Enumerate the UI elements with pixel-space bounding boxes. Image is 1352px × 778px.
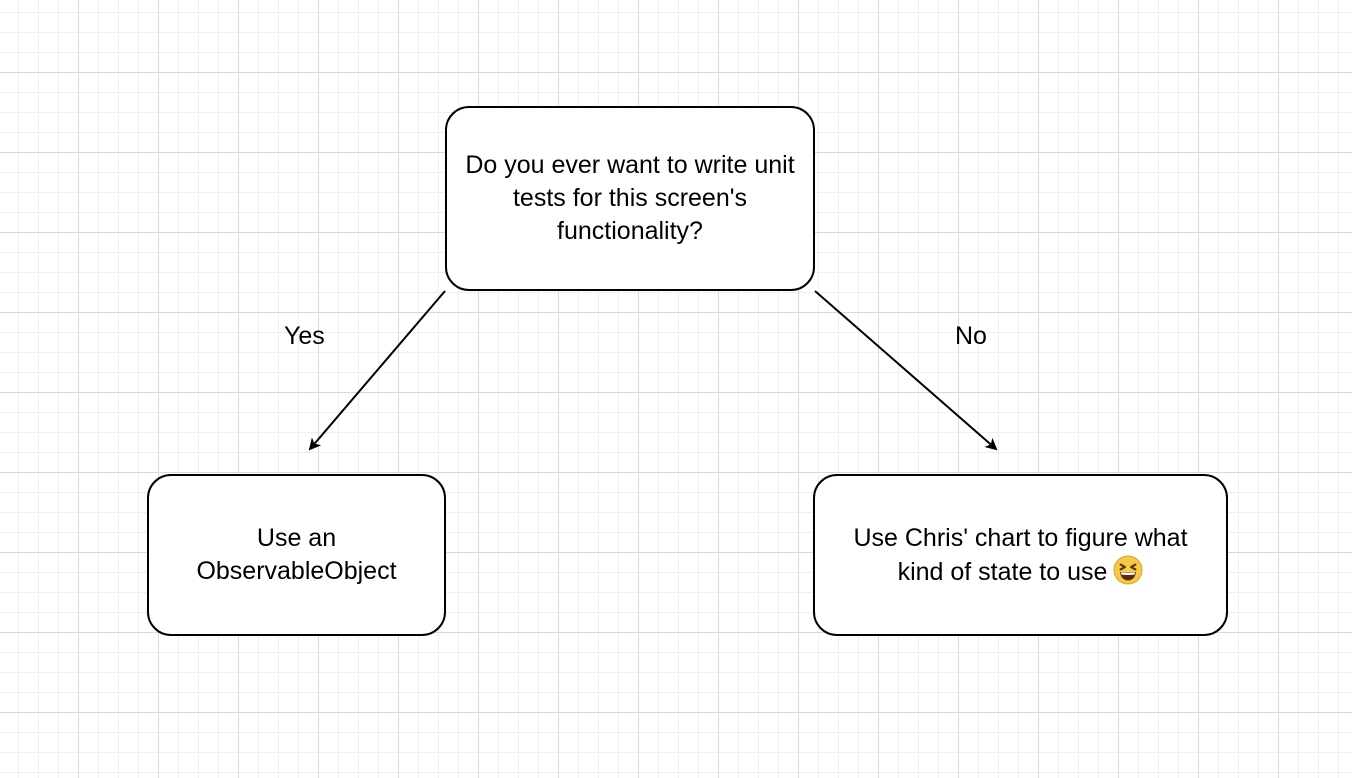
grinning-squinting-face-icon <box>1113 555 1143 584</box>
no-outcome-content: Use Chris' chart to figure what kind of … <box>833 522 1208 589</box>
yes-outcome-node[interactable]: Use an ObservableObject <box>147 474 446 636</box>
no-outcome-text: Use Chris' chart to figure what kind of … <box>853 523 1188 586</box>
yes-outcome-text: Use an ObservableObject <box>196 524 397 585</box>
yes-edge-label: Yes <box>284 322 325 350</box>
no-outcome-node[interactable]: Use Chris' chart to figure what kind of … <box>813 474 1228 636</box>
edge-yes-arrow <box>308 290 446 451</box>
edge-no-arrow <box>814 290 998 451</box>
question-text: Do you ever want to write unit tests for… <box>465 151 795 245</box>
no-edge-label: No <box>955 322 987 350</box>
question-node[interactable]: Do you ever want to write unit tests for… <box>445 106 815 291</box>
